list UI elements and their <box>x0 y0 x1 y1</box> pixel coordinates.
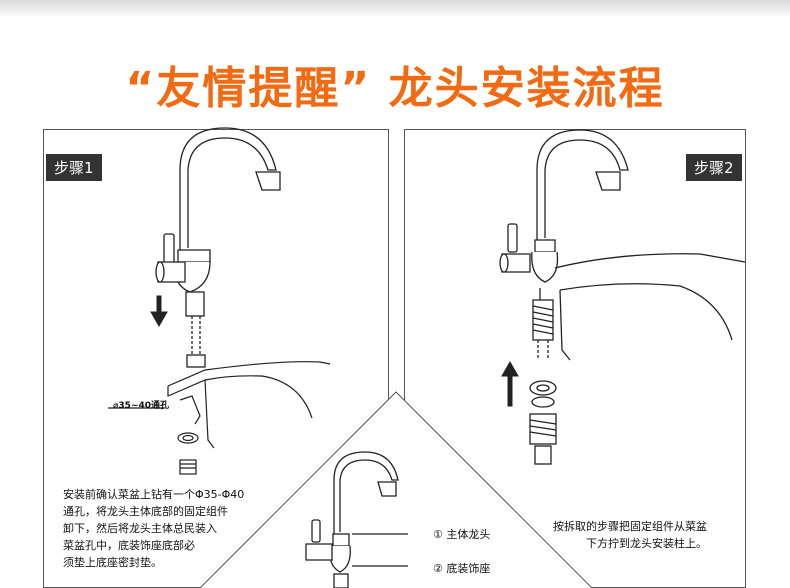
callout-main-faucet: ① 主体龙头 <box>433 526 490 542</box>
step1-badge: 步骤1 <box>46 154 102 181</box>
callout-base-trim: ② 底装饰座 <box>433 560 490 576</box>
step2-up-arrow <box>501 360 519 407</box>
step1-faucet-drawing <box>155 127 281 368</box>
callout-number: ① <box>433 528 443 541</box>
callout-label: 主体龙头 <box>446 528 491 541</box>
callout-label: 底装饰座 <box>446 562 491 575</box>
center-faucet-drawing <box>305 451 408 588</box>
page-title: “友情提醒” 龙头安装流程 <box>125 63 665 114</box>
callout-number: ② <box>433 562 443 575</box>
step1-instructions: 安装前确认菜盆上钻有一个Φ35-Φ40 通孔，将龙头主体底部的固定组件 卸下，然… <box>63 488 245 569</box>
step2-faucet-drawing <box>499 129 746 465</box>
step2-instructions: 按拆取的步骤把固定组件从菜盆 下方拧到龙头安装柱上。 <box>553 520 707 550</box>
step1-down-arrow <box>150 295 168 328</box>
step2-badge: 步骤2 <box>686 154 742 181</box>
top-shadow-strip <box>0 0 790 18</box>
hole-size-label: ⌀35~40通孔 <box>113 401 170 411</box>
step1-basin-drawing <box>108 361 331 475</box>
